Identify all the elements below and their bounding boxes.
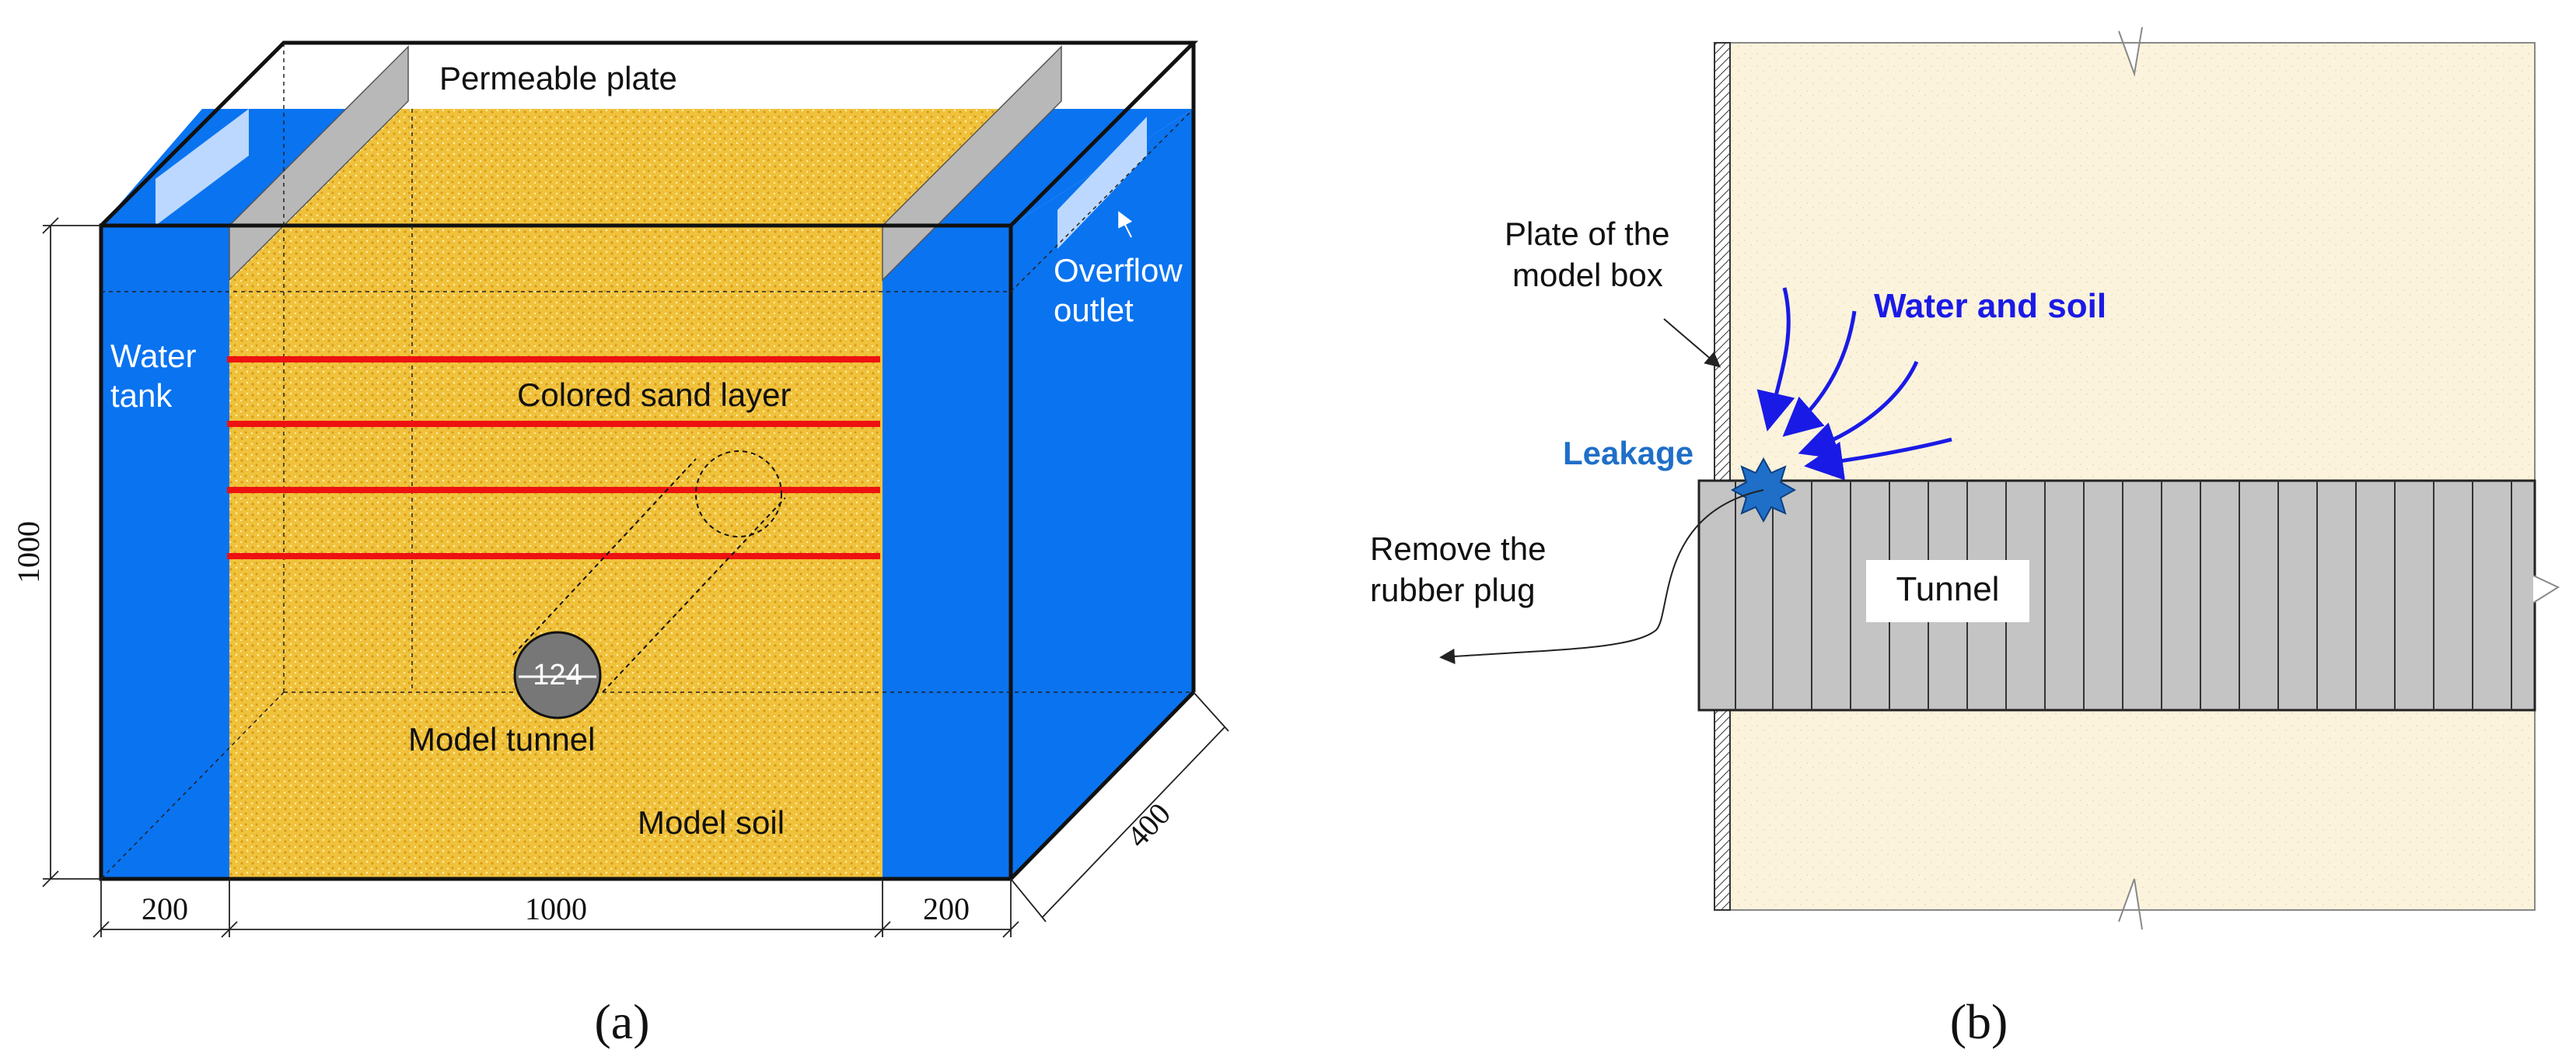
remove-plug-label-2: rubber plug (1370, 572, 1535, 608)
tunnel-label: Tunnel (1896, 570, 2000, 608)
height-dimension: 1000 (11, 521, 46, 583)
tunnel-label-box (1866, 560, 2029, 622)
model-box-plate (1714, 42, 1731, 911)
left-width-dimension: 200 (142, 891, 188, 926)
water-soil-arrows (1756, 287, 1952, 481)
plate-label-2: model box (1512, 257, 1663, 293)
plate-label-1: Plate of the (1505, 215, 1669, 252)
right-width-dimension: 200 (923, 891, 970, 926)
box-outline (99, 40, 1199, 881)
remove-plug-arrow (1439, 489, 1764, 664)
plate-pointer (1663, 318, 1721, 368)
permeable-plate-right (882, 45, 1062, 282)
remove-plug-label-1: Remove the (1370, 530, 1546, 567)
panel-a-caption: (a) (594, 994, 649, 1049)
water-tank-label-2: tank (110, 377, 173, 414)
break-mark-bottom (2118, 878, 2143, 930)
middle-width-dimension: 1000 (525, 891, 587, 926)
right-side-face (1011, 109, 1194, 879)
model-soil-body (229, 226, 883, 879)
soil-back (229, 109, 1022, 226)
tunnel-segments (1735, 481, 2512, 710)
model-tunnel-shape (512, 450, 786, 693)
panel-a-model-box: 124 Permeable plate Water tank Overflow … (11, 40, 1229, 1049)
leakage-label: Leakage (1563, 435, 1693, 471)
permeable-plate-label: Permeable plate (439, 60, 677, 96)
overflow-outlet-left (156, 109, 249, 226)
colored-sand-label: Colored sand layer (517, 376, 792, 413)
overflow-pointer (1118, 211, 1133, 238)
right-water-tank (883, 226, 1011, 879)
panel-b-caption: (b) (1950, 994, 2008, 1049)
left-water-tank (101, 226, 229, 879)
overflow-outlet-right (1057, 117, 1147, 249)
overflow-label-1: Overflow (1054, 252, 1183, 289)
water-soil-label: Water and soil (1874, 287, 2106, 325)
permeable-plate-left (229, 45, 409, 282)
hidden-edges (100, 43, 1194, 880)
tunnel-diameter-label: 124 (533, 659, 582, 691)
panel-b-leakage-detail: Tunnel Plate of the model box Water and … (1370, 26, 2560, 1049)
tunnel-break-mark (2532, 575, 2560, 604)
model-soil-label: Model soil (638, 804, 785, 841)
depth-dimension: 400 (1120, 796, 1177, 855)
tunnel-body (1697, 479, 2536, 712)
model-tunnel-label: Model tunnel (408, 721, 596, 758)
overflow-label-2: outlet (1054, 292, 1134, 328)
soil-region (1730, 43, 2535, 910)
dimension-lines (42, 217, 1229, 938)
tunnel-section (513, 631, 602, 719)
colored-sand-layers (227, 356, 880, 559)
water-tank-label-1: Water (110, 338, 196, 374)
